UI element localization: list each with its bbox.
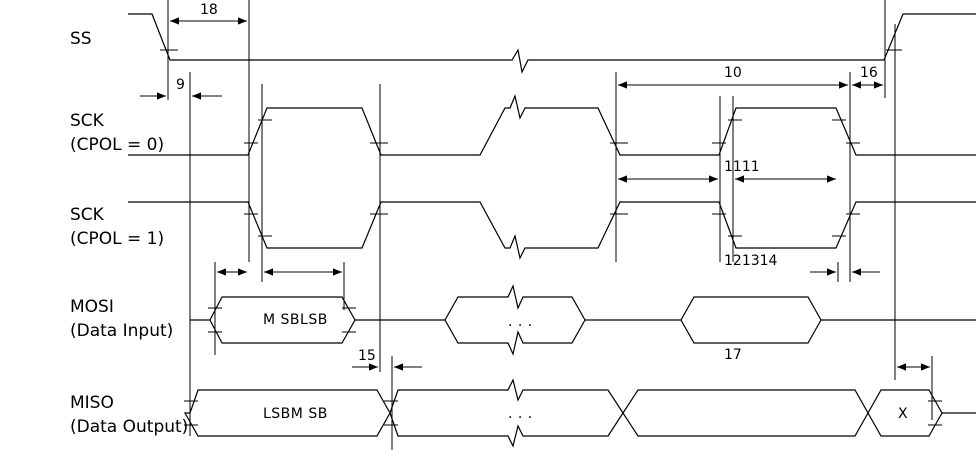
mosi-desc: (Data Input) <box>70 321 173 341</box>
ss-waveform <box>128 13 976 74</box>
sck-cpol1-name: SCK <box>70 205 105 225</box>
mosi-bits-label: M SBLSB <box>263 312 328 328</box>
miso-waveform: LSBM SB . . . X <box>183 378 976 448</box>
sck-cpol1-mode: (CPOL = 1) <box>70 229 164 249</box>
reference-lines <box>167 0 933 450</box>
ss-label: SS <box>70 29 92 49</box>
mosi-waveform: M SBLSB . . . <box>190 284 976 356</box>
miso-bits-label: LSBM SB <box>263 406 328 422</box>
sck-cpol0-name: SCK <box>70 111 105 131</box>
miso-desc: (Data Output) <box>70 417 188 437</box>
timing-label-15: 15 <box>358 348 376 364</box>
signal-labels: SS SCK (CPOL = 0) SCK (CPOL = 1) MOSI (D… <box>70 29 188 437</box>
sck-cpol1-waveform <box>128 201 976 260</box>
sck-cpol0-waveform <box>128 94 976 156</box>
timing-arrows <box>140 17 930 371</box>
timing-label-16: 16 <box>860 65 878 81</box>
timing-label-18: 18 <box>200 2 218 18</box>
sck-cpol0-mode: (CPOL = 0) <box>70 135 164 155</box>
timing-label-121314: 121314 <box>724 253 778 269</box>
timing-label-9: 9 <box>176 77 185 93</box>
timing-label-1111: 1111 <box>724 159 760 175</box>
miso-dots: . . . <box>508 406 533 422</box>
miso-x-label: X <box>898 406 908 422</box>
timing-numbers: 18 9 10 16 1111 121314 15 17 <box>176 2 878 364</box>
timing-label-10: 10 <box>724 65 742 81</box>
timing-label-17: 17 <box>724 347 742 363</box>
miso-name: MISO <box>70 393 114 413</box>
mosi-name: MOSI <box>70 297 114 317</box>
mosi-dots: . . . <box>508 314 533 330</box>
